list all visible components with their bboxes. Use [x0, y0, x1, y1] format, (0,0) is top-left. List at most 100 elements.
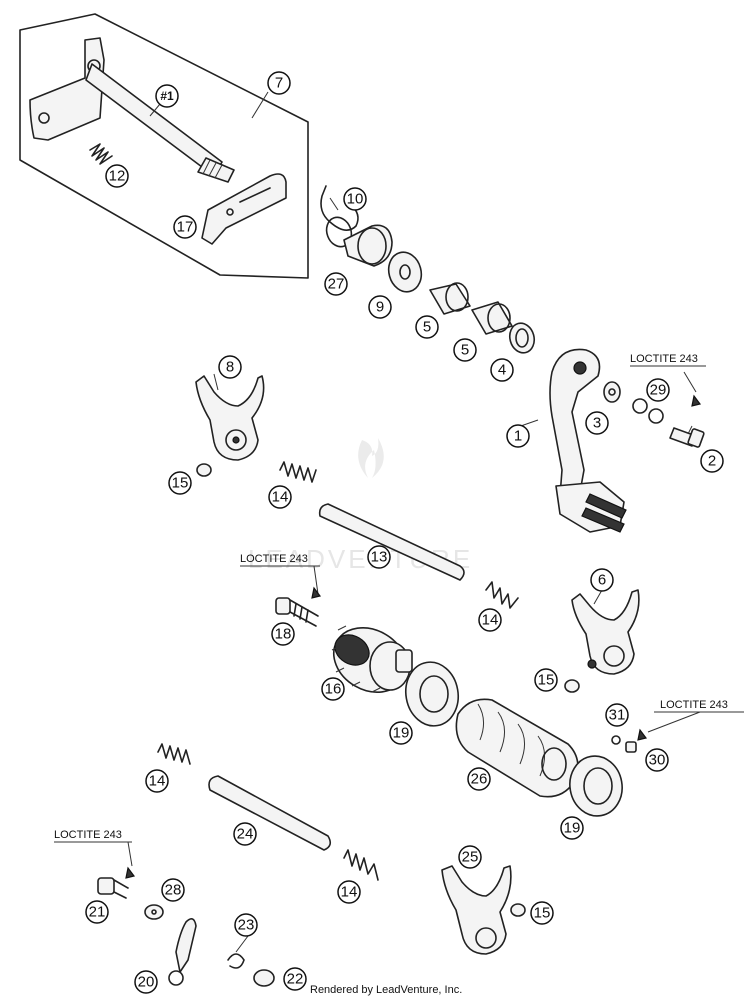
- roller-22: [253, 969, 275, 987]
- spring-12: [89, 143, 113, 165]
- fork-rod-13: [318, 503, 465, 581]
- callout-10: 10: [343, 187, 367, 211]
- callout-25: 25: [458, 845, 482, 869]
- callout-6: 6: [590, 568, 614, 592]
- svg-text:6: 6: [598, 572, 606, 589]
- svg-text:18: 18: [275, 626, 292, 643]
- svg-text:7: 7: [275, 75, 283, 92]
- callout-22: 22: [283, 967, 307, 991]
- washer-9: [387, 251, 423, 293]
- loctite-note-lever: LOCTITE 243: [54, 829, 122, 841]
- callout-4: 4: [490, 358, 514, 382]
- loctite-note-stop: LOCTITE 243: [660, 699, 728, 711]
- svg-text:5: 5: [461, 342, 469, 359]
- svg-text:14: 14: [482, 612, 499, 629]
- svg-text:29: 29: [650, 382, 667, 399]
- screw-18: [275, 586, 322, 627]
- svg-text:31: 31: [609, 707, 626, 724]
- callout-15a: 15: [168, 471, 192, 495]
- kit-outline: [19, 13, 309, 279]
- loctite-note-drum: LOCTITE 243: [240, 553, 308, 565]
- seal-4: [508, 322, 536, 354]
- spring-14c: [157, 743, 191, 765]
- shift-pedal-1: [549, 348, 601, 497]
- svg-text:12: 12: [109, 168, 126, 185]
- pin-15c: [510, 903, 526, 917]
- svg-text:27: 27: [328, 276, 345, 293]
- spring-14a: [279, 461, 317, 483]
- callout-kit: #1: [155, 84, 179, 108]
- svg-text:14: 14: [149, 773, 166, 790]
- callout-15c: 15: [530, 901, 554, 925]
- svg-text:#1: #1: [160, 89, 174, 103]
- shift-pedal-group: [320, 185, 705, 533]
- svg-text:14: 14: [272, 489, 289, 506]
- svg-text:4: 4: [498, 362, 506, 379]
- callout-19b: 19: [560, 816, 584, 840]
- callout-14b: 14: [478, 608, 502, 632]
- fork-rod-24: [208, 775, 332, 851]
- callout-19a: 19: [389, 721, 413, 745]
- svg-text:22: 22: [287, 971, 304, 988]
- svg-text:10: 10: [347, 191, 364, 208]
- needle-bearing-5b: [471, 301, 513, 335]
- shift-fork-6: [571, 589, 640, 675]
- flame-logo-icon: [358, 438, 384, 478]
- callout-14a: 14: [268, 485, 292, 509]
- svg-text:15: 15: [538, 672, 555, 689]
- callout-5a: 5: [415, 315, 439, 339]
- shift-shaft-plate: [29, 37, 105, 141]
- shift-fork-8: [195, 375, 265, 461]
- callout-14c: 14: [145, 769, 169, 793]
- svg-text:23: 23: [238, 917, 255, 934]
- washer-31: [611, 735, 621, 745]
- svg-text:15: 15: [172, 475, 189, 492]
- svg-text:5: 5: [423, 319, 431, 336]
- washer-3: [603, 381, 621, 403]
- svg-text:16: 16: [325, 681, 342, 698]
- bolt-21: [97, 866, 136, 899]
- shift-drum-gear-16: [331, 625, 413, 693]
- callout-26: 26: [467, 767, 491, 791]
- svg-text:9: 9: [376, 299, 384, 316]
- callout-23: 23: [234, 913, 258, 937]
- lock-washer-29a: [632, 398, 648, 414]
- shift-shaft-spline: [197, 157, 235, 183]
- callout-30: 30: [645, 748, 669, 772]
- svg-text:19: 19: [564, 820, 581, 837]
- leader-lines: [54, 91, 744, 867]
- svg-text:15: 15: [534, 905, 551, 922]
- svg-text:20: 20: [138, 974, 155, 991]
- callout-5b: 5: [453, 338, 477, 362]
- loctite-note-pedal: LOCTITE 243: [630, 353, 698, 365]
- svg-text:13: 13: [371, 549, 388, 566]
- washer-28: [144, 904, 164, 920]
- callout-16: 16: [321, 677, 345, 701]
- svg-text:21: 21: [89, 904, 106, 921]
- svg-text:19: 19: [393, 725, 410, 742]
- callout-17: 17: [173, 215, 197, 239]
- svg-text:26: 26: [471, 771, 488, 788]
- callout-24: 24: [233, 822, 257, 846]
- callout-12: 12: [105, 164, 129, 188]
- callout-28: 28: [161, 878, 185, 902]
- pin-15a: [196, 463, 212, 477]
- plate-hole: [38, 112, 50, 124]
- callout-27: 27: [324, 272, 348, 296]
- callout-31: 31: [605, 703, 629, 727]
- svg-text:28: 28: [165, 882, 182, 899]
- svg-text:1: 1: [514, 428, 522, 445]
- callout-7: 7: [267, 71, 291, 95]
- svg-text:3: 3: [593, 415, 601, 432]
- torsion-spring-23: [227, 935, 249, 969]
- callout-13: 13: [367, 545, 391, 569]
- lock-washer-29b: [648, 408, 664, 424]
- callout-3: 3: [585, 411, 609, 435]
- pin-15b: [564, 679, 580, 693]
- bearing-19b: [569, 755, 623, 817]
- shift-fork-25: [441, 865, 512, 955]
- screw-30: [625, 728, 648, 753]
- plate-17: [201, 173, 287, 245]
- callout-20: 20: [134, 970, 158, 994]
